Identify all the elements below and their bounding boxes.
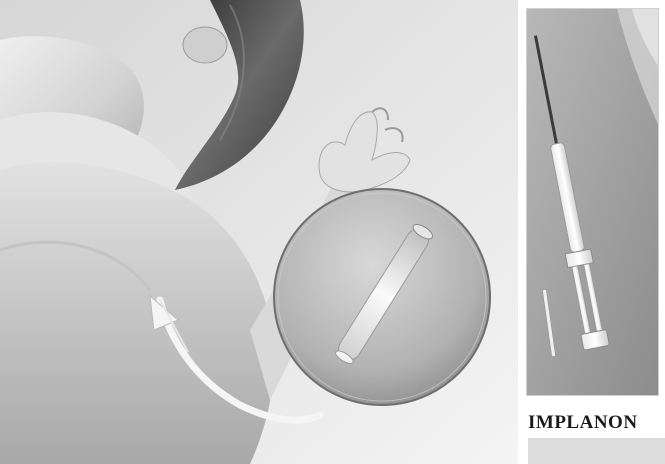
product-caption: IMPLANON <box>528 408 663 438</box>
applicator-photo <box>526 8 659 396</box>
caption-shade <box>528 438 665 464</box>
ear <box>183 27 227 63</box>
applicator-svg <box>527 9 659 396</box>
arm-illustration-svg <box>0 0 518 464</box>
arm-illustration <box>0 0 518 464</box>
